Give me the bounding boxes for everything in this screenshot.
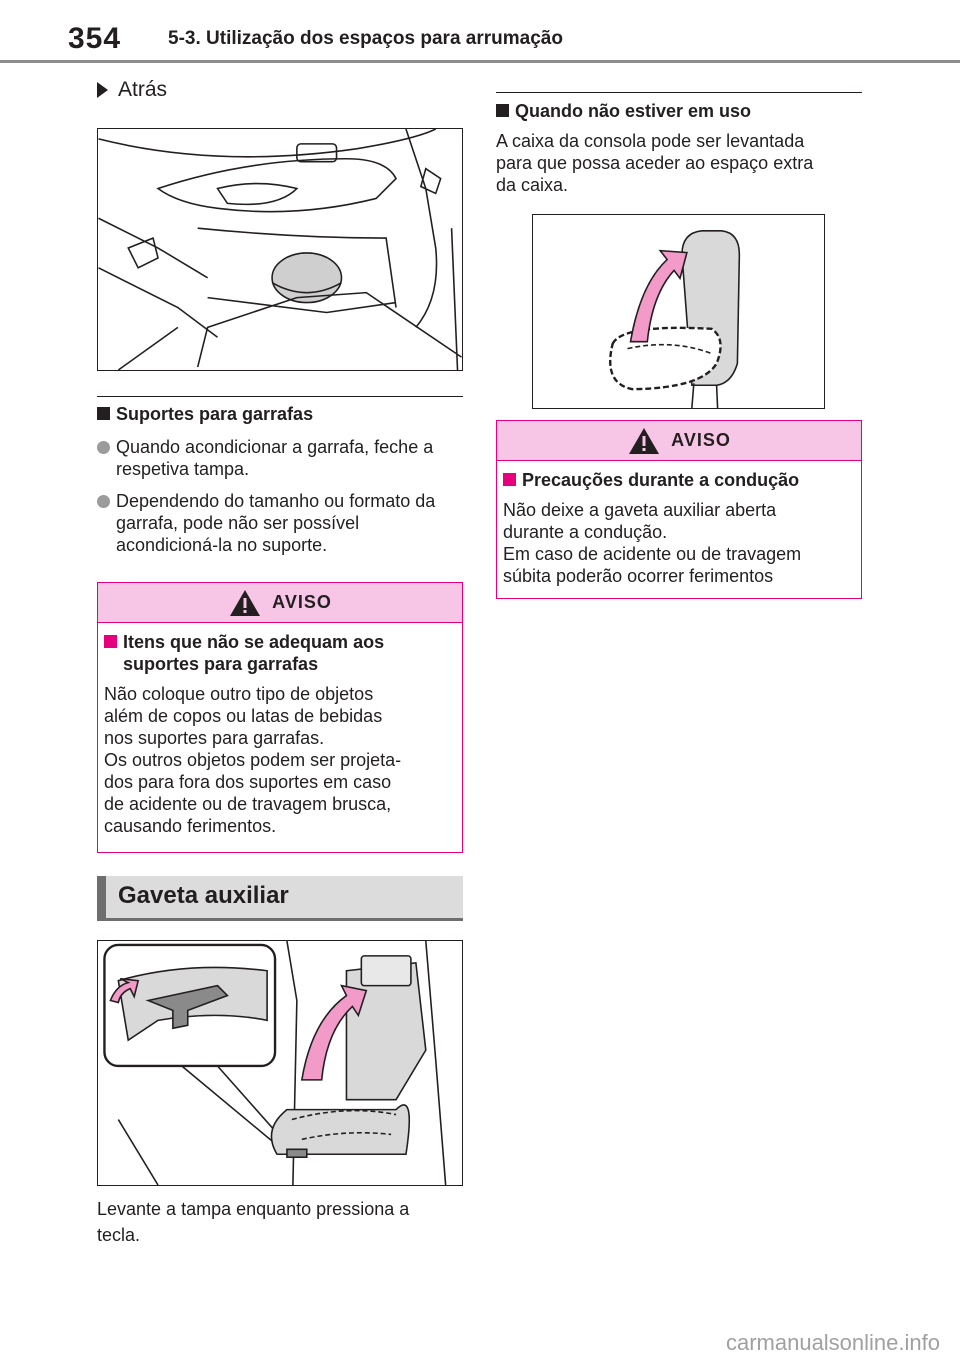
console-box-lift-illustration	[532, 214, 825, 409]
square-bullet-icon	[496, 104, 509, 117]
page-header: 354 5-3. Utilização dos espaços para arr…	[0, 0, 960, 64]
auxiliary-box-illustration	[97, 940, 463, 1186]
not-in-use-text: A caixa da consola pode ser levantada pa…	[496, 131, 814, 195]
list-item: Dependendo do tamanho ou formato da garr…	[97, 490, 463, 556]
warning-text: Não deixe a gaveta auxiliar aberta duran…	[503, 500, 802, 586]
not-in-use-heading: Quando não estiver em uso	[515, 101, 752, 121]
divider-line	[496, 92, 862, 93]
subheading-label: Atrás	[118, 78, 168, 101]
warning-box-cupholder: AVISO Itens que não se adequam aos supor…	[97, 582, 463, 853]
square-bullet-icon	[104, 635, 117, 648]
warning-triangle-icon	[629, 427, 660, 454]
subheading-atras: Atrás	[97, 78, 463, 102]
not-in-use-section: Quando não estiver em uso A caixa da con…	[496, 100, 862, 196]
section-title: 5-3. Utilização dos espaços para arrumaç…	[168, 28, 563, 49]
triangle-bullet-icon	[97, 82, 108, 98]
warning-heading: Itens que não se adequam aos suportes pa…	[123, 632, 385, 674]
warning-label: AVISO	[272, 592, 332, 612]
warning-text: Não coloque outro tipo de objetos além d…	[104, 684, 402, 836]
bullet-dot-icon	[97, 441, 110, 454]
warning-header: AVISO	[98, 583, 462, 623]
page-number: 354	[68, 22, 122, 55]
header-divider	[0, 60, 960, 63]
cupholder-section: Suportes para garrafas Quando acondicion…	[97, 403, 463, 556]
rear-cupholder-illustration	[97, 128, 463, 371]
cupholder-heading: Suportes para garrafas	[116, 404, 314, 424]
warning-triangle-icon	[230, 589, 261, 616]
warning-header: AVISO	[497, 421, 861, 461]
bullet-dot-icon	[97, 495, 110, 508]
warning-label: AVISO	[671, 430, 731, 450]
square-bullet-icon	[97, 407, 110, 420]
watermark: carmanualsonline.info	[725, 1330, 940, 1355]
section-heading: Gaveta auxiliar	[97, 876, 463, 920]
square-bullet-icon	[503, 473, 516, 486]
divider-line	[97, 396, 463, 397]
list-item: Quando acondicionar a garrafa, feche a r…	[97, 436, 463, 480]
section-heading-underline	[97, 918, 463, 921]
warning-box-driving: AVISO Precauções durante a condução Não …	[496, 420, 862, 599]
warning-heading: Precauções durante a condução	[522, 470, 800, 490]
figure-caption: Levante a tampa enquanto pressiona a tec…	[97, 1199, 410, 1245]
